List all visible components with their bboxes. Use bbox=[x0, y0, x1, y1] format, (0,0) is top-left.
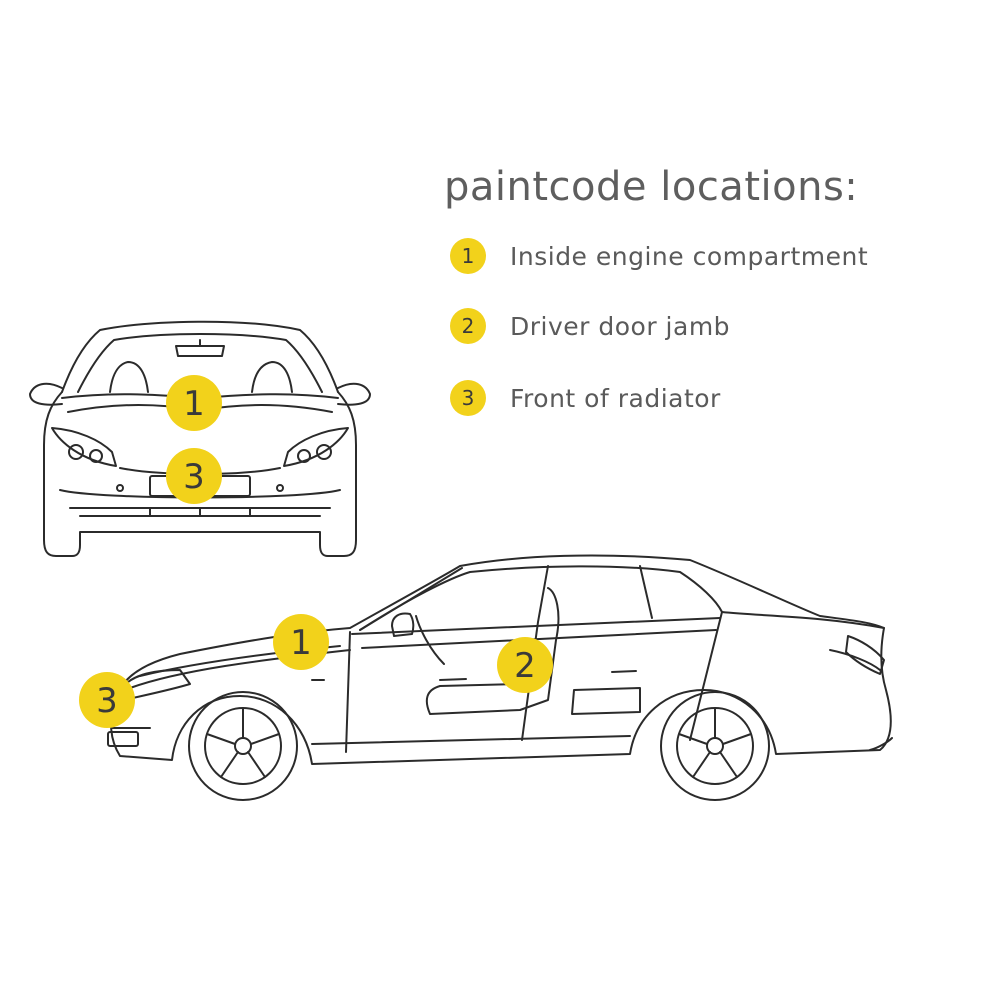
marker-front-3-number: 3 bbox=[183, 457, 205, 497]
marker-side-1-number: 1 bbox=[290, 623, 312, 663]
legend-number-2: 2 bbox=[461, 314, 475, 338]
car-front-view bbox=[29, 320, 371, 557]
marker-side-2-number: 2 bbox=[514, 646, 536, 686]
marker-side-3: 3 bbox=[79, 672, 135, 728]
legend-label-3: Front of radiator bbox=[510, 383, 721, 413]
marker-side-3-circle bbox=[79, 672, 135, 728]
legend-label-2: Driver door jamb bbox=[510, 311, 731, 341]
front-wheel bbox=[188, 691, 298, 801]
legend-number-3: 3 bbox=[461, 386, 475, 410]
marker-front-3-circle bbox=[166, 448, 222, 504]
legend-label-1: Inside engine compartment bbox=[510, 241, 869, 271]
legend-number-1: 1 bbox=[461, 244, 475, 268]
marker-front-3: 3 bbox=[166, 448, 222, 504]
marker-side-2-circle bbox=[497, 637, 553, 693]
legend-item-1: 1 Inside engine compartment bbox=[450, 236, 868, 276]
legend-badge-3: 3 bbox=[450, 380, 486, 416]
legend-badge-1: 1 bbox=[450, 238, 486, 274]
car-side-view bbox=[107, 554, 893, 801]
marker-front-1-circle bbox=[166, 375, 222, 431]
legend-item-2: 2 Driver door jamb bbox=[450, 306, 730, 346]
marker-front-1-number: 1 bbox=[183, 384, 205, 424]
marker-side-3-number: 3 bbox=[96, 681, 118, 721]
rear-wheel bbox=[660, 691, 770, 801]
marker-side-1: 1 bbox=[273, 614, 329, 670]
marker-side-1-circle bbox=[273, 614, 329, 670]
diagram-title: paintcode locations: bbox=[444, 164, 859, 210]
marker-side-2: 2 bbox=[497, 637, 553, 693]
marker-front-1: 1 bbox=[166, 375, 222, 431]
legend-item-3: 3 Front of radiator bbox=[450, 378, 721, 418]
legend-badge-2: 2 bbox=[450, 308, 486, 344]
